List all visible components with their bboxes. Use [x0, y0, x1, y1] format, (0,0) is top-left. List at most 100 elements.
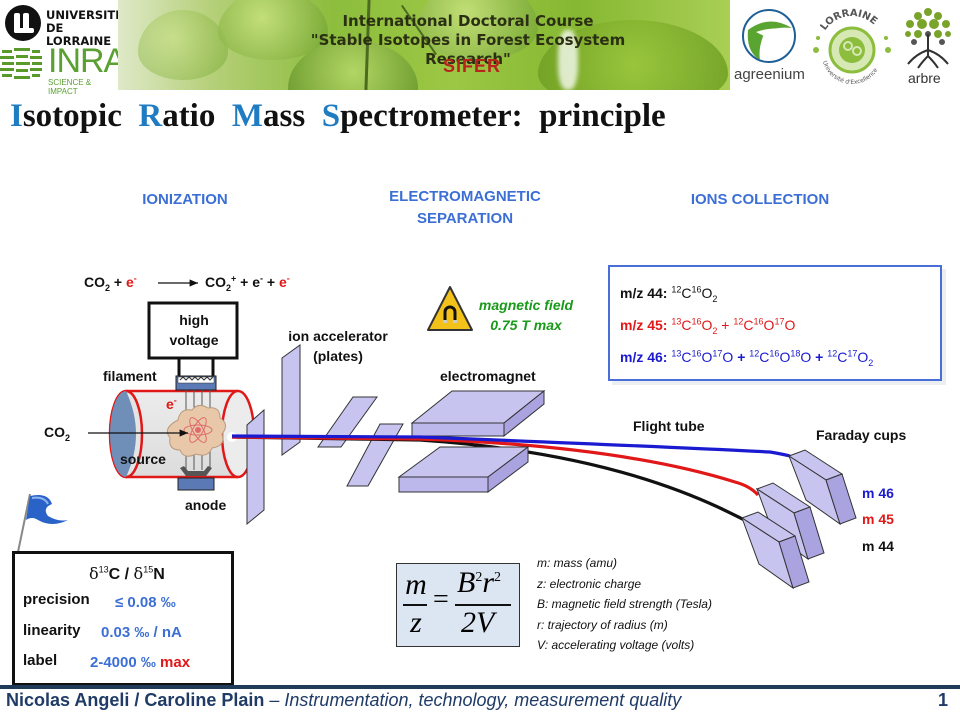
faraday-cup-m46: [787, 449, 857, 526]
formula-part: O: [800, 349, 812, 365]
delta-symbol: δ: [133, 564, 144, 583]
label-range-value: 2-4000 ‰ max: [90, 654, 190, 671]
electron-sup: -: [173, 395, 177, 406]
ion-accelerator-line2: (plates): [313, 348, 363, 364]
atom-count: 2: [712, 325, 718, 336]
reaction-plus: +: [263, 274, 279, 290]
accelerator-plate-2: [281, 344, 301, 456]
atom-count: 2: [868, 357, 874, 368]
accelerator-plate-1: [246, 408, 265, 526]
footer-rule: [0, 685, 960, 689]
title-word-isotopic: sotopic: [22, 98, 122, 134]
reaction-sub: 2: [226, 282, 232, 293]
electromagnet-upper: [410, 389, 546, 438]
isotope-mass: 16: [691, 316, 702, 327]
formula-B: B: [457, 566, 476, 599]
isotope-mass: 13: [671, 316, 682, 327]
formula-part: C: [837, 349, 848, 365]
section-separation-line1: ELECTROMAGNETIC: [389, 188, 541, 205]
anode-label: anode: [185, 497, 227, 513]
formula-rhs-bar: [455, 604, 511, 606]
section-ions-collection: IONS COLLECTION: [690, 191, 830, 208]
formula-part: C: [681, 285, 692, 301]
banner-line2: "Stable Isotopes in Forest Ecosystem Res…: [310, 31, 626, 68]
ion-beams: [231, 434, 791, 526]
formula-part: O: [701, 349, 713, 365]
isotope-mass: 16: [753, 316, 764, 327]
title-cap-m: M: [231, 98, 264, 134]
flag-icon: [17, 493, 68, 553]
reaction-sup: -: [260, 273, 264, 284]
isotope-mass: 12: [749, 348, 760, 359]
performance-specs-box: δ13C / δ15N precision ≤ 0.08 ‰ linearity…: [12, 551, 234, 686]
title-cap-r: R: [138, 98, 163, 134]
formula-part: O: [784, 317, 796, 333]
formula-r-exp: 2: [494, 570, 502, 585]
electromagnet-label: electromagnet: [440, 368, 536, 384]
legend-v: V: accelerating voltage (volts): [537, 638, 695, 652]
electromagnet-lower: [397, 446, 530, 493]
formula-part: +: [717, 317, 734, 333]
inra-wordmark: INRA: [48, 42, 126, 80]
formula-part: O: [701, 317, 713, 333]
electron-e: e: [166, 396, 174, 412]
isotope-mass: 17: [847, 348, 858, 359]
isotope-mass: 17: [774, 316, 785, 327]
magnetic-field-label: magnetic field 0.75 T max: [470, 295, 582, 335]
mz-label: m/z 46:: [620, 349, 672, 365]
m44-label: m 44: [862, 538, 894, 554]
linearity-value: 0.03 ‰ / nA: [101, 624, 182, 641]
reaction-co2-right: CO: [205, 274, 226, 290]
inra-emblem-icon: [0, 48, 42, 79]
specs-header-sup: 13: [98, 564, 109, 575]
atom-count: 2: [712, 293, 718, 304]
specs-header-sup: 15: [143, 564, 154, 575]
arbre-wordmark: arbre: [908, 70, 941, 86]
m45-label: m 45: [862, 511, 894, 527]
isotope-mass: 16: [691, 284, 702, 295]
delta-symbol: δ: [89, 564, 99, 583]
precision-value: ≤ 0.08 ‰: [115, 594, 176, 611]
formula-m: m: [405, 568, 427, 601]
page-number: 1: [937, 690, 948, 710]
section-ionization: IONIZATION: [142, 191, 228, 208]
formula-part: C: [681, 317, 692, 333]
legend-b: B: magnetic field strength (Tesla): [537, 597, 712, 611]
agreenium-logo: agreenium: [734, 8, 806, 88]
footer: Nicolas Angeli / Caroline Plain – Instru…: [6, 690, 681, 711]
banner-course-title: International Doctoral Course "Stable Is…: [268, 12, 668, 69]
isotope-mass: 12: [733, 316, 744, 327]
formula-z: z: [410, 606, 422, 639]
reaction-sup: -: [286, 273, 290, 284]
formula-B-exp: 2: [475, 570, 483, 585]
formula-lhs-bar: [403, 604, 427, 606]
co2-sub: 2: [65, 432, 71, 443]
lorraine-excellence-emblem-icon: LORRAINE Université d'Excellence: [813, 8, 891, 86]
ion-accelerator-label: ion accelerator (plates): [276, 326, 400, 366]
specs-header-c: C /: [108, 566, 134, 583]
faraday-cups-label: Faraday cups: [816, 427, 907, 443]
formula-equals: =: [433, 584, 449, 615]
magnetic-field-warning-icon: [427, 286, 473, 331]
formula-legend: m: mass (amu) z: electronic charge B: ma…: [537, 553, 712, 656]
label-range-number: 2-4000 ‰: [90, 654, 156, 671]
formula-part: +: [811, 349, 828, 365]
reaction-electron-out: e: [279, 274, 287, 290]
inra-logo: INRA SCIENCE & IMPACT: [0, 42, 126, 96]
mz-label: m/z 45:: [620, 317, 672, 333]
banner-acronym: SIFER: [443, 56, 502, 76]
hv-line2: voltage: [169, 332, 219, 348]
formula-part: O: [763, 317, 775, 333]
formula-part: O: [779, 349, 791, 365]
title-word-principle: principle: [539, 98, 666, 134]
title-word-mass: ass: [263, 98, 306, 134]
ionization-cloud: [166, 404, 226, 457]
mz-row-45: m/z 45: 13C16O2 + 12C16O17O: [620, 316, 796, 336]
reaction-electron-in: e: [125, 274, 134, 290]
agreenium-emblem-icon: [742, 9, 796, 63]
universite-lorraine-logo: UNIVERSITÉ DE LORRAINE: [4, 4, 123, 48]
formula-part: C: [743, 317, 754, 333]
anode-electrode: [180, 466, 212, 476]
reaction-sup: +: [231, 273, 237, 284]
electron-label: e-: [166, 396, 177, 412]
